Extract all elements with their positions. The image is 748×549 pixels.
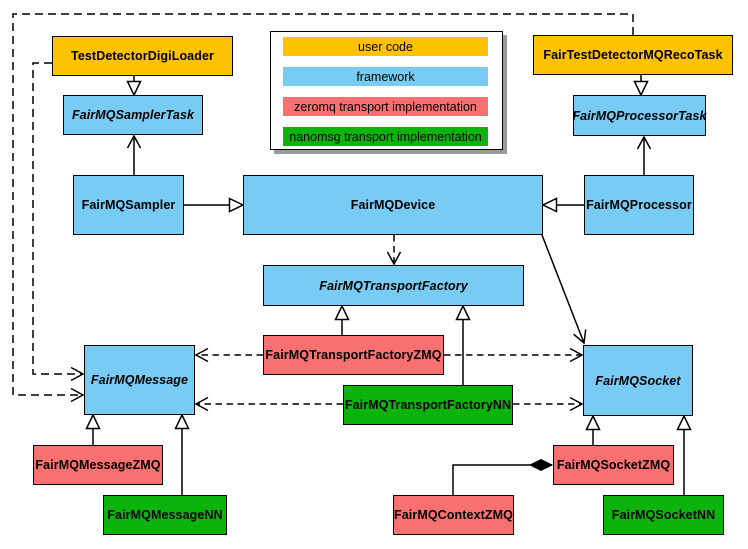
legend-item-nanomsg: nanomsg transport implementation (283, 127, 488, 146)
class-fairmqtransportfactorynn: FairMQTransportFactoryNN (343, 385, 513, 425)
class-fairmqdevice: FairMQDevice (243, 175, 543, 235)
legend-item-user-code: user code (283, 37, 488, 56)
legend-label: user code (358, 39, 413, 54)
legend-item-zeromq: zeromq transport implementation (283, 97, 488, 116)
class-fairmqsocketzmq: FairMQSocketZMQ (553, 445, 674, 485)
edge-recotask-message (12, 13, 634, 403)
legend-item-framework: framework (283, 67, 488, 86)
legend-label: zeromq transport implementation (294, 99, 477, 114)
legend-label: framework (356, 69, 415, 84)
class-fairmqsampler: FairMQSampler (73, 175, 184, 235)
class-fairmqmessage: FairMQMessage (84, 345, 195, 415)
class-fairmqsocket: FairMQSocket (583, 345, 693, 416)
edge-tdl-message (32, 62, 85, 382)
legend-label: nanomsg transport implementation (289, 129, 482, 144)
class-fairmqtransportfactoryzmq: FairMQTransportFactoryZMQ (263, 335, 444, 375)
class-fairmqmessagenn: FairMQMessageNN (103, 495, 227, 535)
class-fairtestdetectormqrecotask: FairTestDetectorMQRecoTask (533, 35, 733, 75)
class-fairmqprocessortask: FairMQProcessorTask (572, 95, 706, 136)
class-fairmqtransportfactory: FairMQTransportFactory (263, 265, 524, 306)
edge-device-socket (541, 234, 587, 345)
class-fairmqsamplertask: FairMQSamplerTask (63, 95, 203, 135)
class-fairmqcontextzmq: FairMQContextZMQ (393, 495, 514, 535)
legend-box: user code framework zeromq transport imp… (270, 31, 503, 150)
class-fairmqmessagezmq: FairMQMessageZMQ (33, 445, 163, 485)
edge-contextzmq-socketzmq (452, 458, 554, 495)
class-testdetectordigiloader: TestDetectorDigiLoader (52, 36, 233, 76)
class-fairmqsocketnn: FairMQSocketNN (603, 495, 724, 535)
class-fairmqprocessor: FairMQProcessor (584, 175, 694, 235)
